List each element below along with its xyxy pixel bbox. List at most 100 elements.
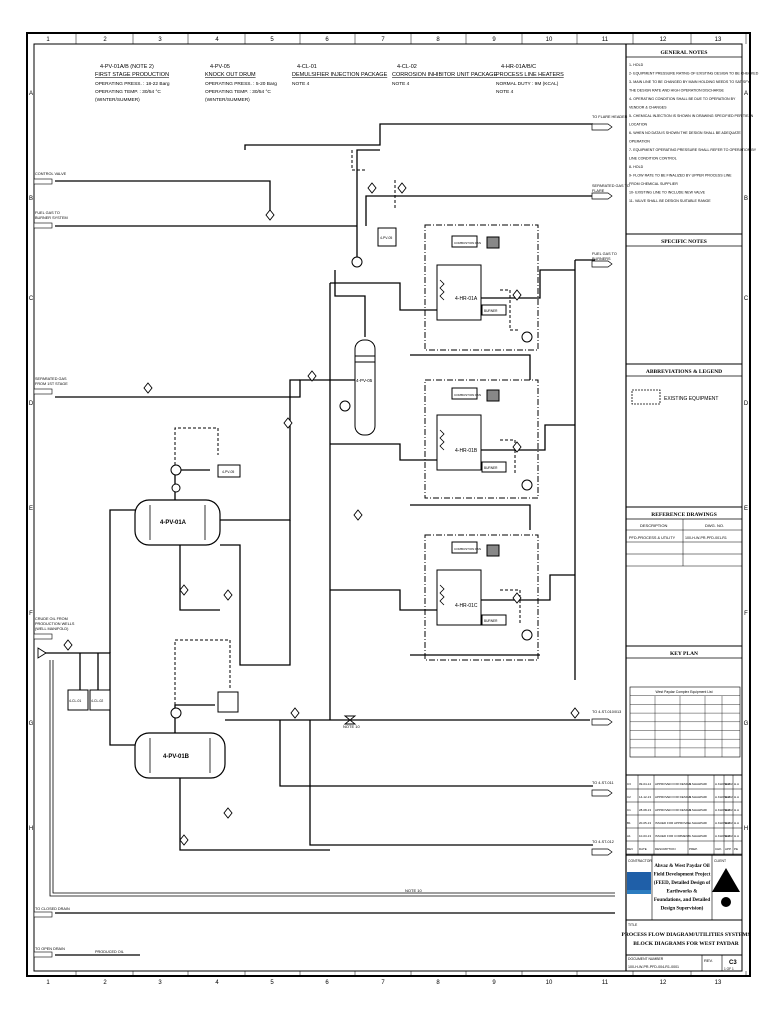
grid-col-bottom-10: 10 (546, 980, 553, 986)
line-heater-a-feed (330, 282, 437, 311)
heater-tag-b: 4-HR-01B (455, 448, 478, 454)
right-stream-flag-0 (591, 123, 613, 131)
grid-row-left-E: E (29, 506, 33, 512)
instr-tc-b (521, 479, 533, 491)
coil-b (439, 429, 445, 451)
right-stream-label-2-0: FUEL GAS TO (592, 252, 617, 256)
rev-cell-2-5: H.A (725, 808, 730, 812)
line-ko-gas (356, 149, 380, 262)
general-note-10: 7- EQUIPMENT OPERATING PRESSURE SHALL RE… (629, 148, 757, 152)
grid-col-top-4: 4 (215, 37, 219, 43)
ref-col-dwg: DWG. NO. (705, 523, 724, 528)
eq-header-line-1-2: (WINTER/SUMMER) (205, 97, 250, 103)
right-stream-label-3-0: TO 4-ST-010/013 (592, 710, 621, 714)
note-10-drain-label: NOTE 10 (405, 888, 422, 893)
grid-row-left-H: H (29, 826, 33, 832)
heater-package-b (424, 379, 539, 499)
grid-row-right-C: C (744, 296, 749, 302)
grid-col-top-8: 8 (436, 37, 440, 43)
line-heater-b-out (480, 424, 575, 451)
grid-row-left-F: F (29, 611, 33, 617)
rev-cell-1-1: 14-12-13 (639, 795, 651, 799)
right-stream-flag-1 (591, 192, 613, 200)
client-label: CLIENT (714, 859, 726, 863)
stack-b (486, 389, 500, 402)
right-stream-label-4-0: TO 4-ST-011 (592, 781, 614, 785)
key-plan-table-title: West Paydar Complex Equipment List (655, 690, 712, 694)
stream-id-4 (283, 417, 293, 429)
burner-label-2: BURNER (484, 619, 498, 623)
left-stream-label-3-1: PRODUCTION WELLS (35, 622, 75, 626)
general-note-12: 8- HOLD (629, 165, 644, 169)
line-v1-water (179, 545, 220, 611)
eq-header-line-4-1: NOTE 4 (496, 89, 514, 95)
grid-col-bottom-9: 9 (492, 980, 496, 986)
valve-6 (512, 289, 522, 301)
eq-header-name-1: KNOCK OUT DRUM (205, 72, 256, 78)
rev-cell-4-1: 10-03-13 (639, 834, 651, 838)
grid-row-left-D: D (29, 401, 34, 407)
heater-package-c (424, 534, 539, 661)
grid-row-right-E: E (744, 506, 748, 512)
left-stream-label-2-1: FROM 1ST STAGE (35, 382, 68, 386)
rev-cell-3-6: H.A (734, 821, 739, 825)
project-line-5: Design Supervision) (661, 907, 704, 912)
rev-cell-4-0: A1 (627, 834, 631, 838)
rev-cell-5-2: DESCRIPTION (655, 847, 676, 851)
grid-col-bottom-1: 1 (46, 980, 50, 986)
ref-row-desc: PFD-PROCESS & UTILITY (629, 536, 676, 540)
valve-1 (179, 584, 189, 596)
grid-col-top-2: 2 (103, 37, 107, 43)
left-stream-flag-5 (33, 951, 53, 958)
eq-header-line-1-1: OPERATING TEMP. : 30/54 °C (205, 89, 271, 95)
process-lines (45, 123, 615, 956)
small-boxes (67, 227, 397, 713)
drain-header-outer (49, 660, 615, 897)
rev-cell-3-0: B1 (627, 821, 631, 825)
rev-cell-2-2: APPROVED FOR DESIGN (655, 808, 691, 812)
comb-a-box (481, 304, 507, 316)
left-stream-flag-0 (33, 178, 53, 185)
rev-cell-2-3: A.SHAHPARI (689, 808, 707, 812)
coil-a (439, 279, 445, 301)
ctrl-line-1 (174, 427, 219, 470)
stream-id-5 (353, 509, 363, 521)
ctrl-line-4 (351, 150, 365, 171)
project-line-4: Foundations, and Detailed (654, 898, 710, 903)
general-note-8: 6- WHEN NO DATA IS SHOWN THE DESIGN SHAL… (629, 131, 741, 135)
eq-header-tag-2: 4-CL-01 (297, 64, 317, 70)
ctrl-line-2 (174, 639, 231, 705)
valve-4 (223, 807, 233, 819)
stream-diamonds (63, 182, 580, 719)
general-note-15: 10- EXISTING LINE TO INCLUDE NEW VALVE (629, 191, 706, 195)
rev-cell-3-3: A.SHAHPARI (689, 821, 707, 825)
doc-number: 100-H-W-PR-PFD-004-R1-0001 (628, 965, 679, 969)
grid-col-bottom-11: 11 (602, 980, 609, 986)
ctrl-box-1 (217, 464, 241, 478)
general-note-6: 5- CHEMICAL INJECTION IS SHOWN IN DRAWIN… (629, 114, 754, 118)
grid-col-top-6: 6 (325, 37, 329, 43)
contractor-logo (627, 872, 651, 890)
pkg-box-cl02 (89, 689, 111, 711)
rev-cell-3-5: H.A (725, 821, 730, 825)
burner-label-1: BURNER (484, 466, 498, 470)
rev-cell-3-1: 20-05-13 (639, 821, 651, 825)
rev-cell-5-3: PREP. (689, 847, 698, 851)
burner-a-box (451, 235, 478, 248)
general-note-5: VENDOR & CHANGES (629, 106, 667, 110)
line-heater-out-return2 (410, 504, 531, 530)
general-note-1: 2- EQUIPMENT PRESSURE RATING OF EXISTING… (629, 72, 759, 76)
client-logo (712, 868, 740, 892)
rev-value: C3 (729, 960, 737, 966)
sheet-value: 1 OF 1 (724, 967, 734, 971)
rev-cell-2-1: 28-08-13 (639, 808, 651, 812)
project-line-1: Field Development Project (654, 873, 711, 878)
valve-5 (397, 182, 407, 194)
client-logo-dot (721, 897, 731, 907)
rev-cell-5-5: APP. (725, 847, 732, 851)
abbreviations-title: ABBREVIATIONS & LEGEND (646, 369, 722, 375)
